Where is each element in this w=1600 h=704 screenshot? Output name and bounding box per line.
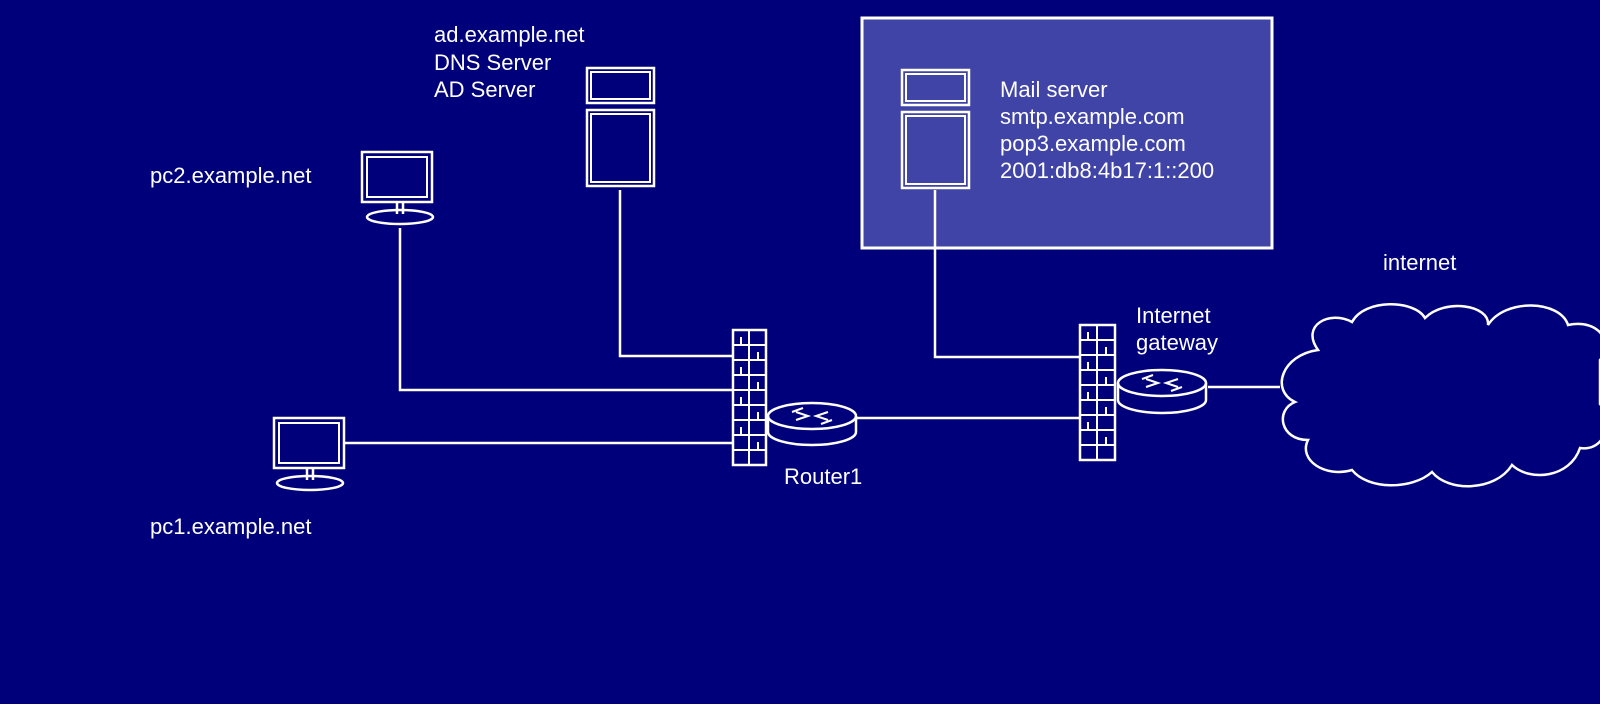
mail-server-label-line-2: smtp.example.com: [1000, 104, 1185, 129]
firewall1-brick-icon: [731, 328, 768, 467]
mail-server-label-line-4: 2001:db8:4b17:1::200: [1000, 158, 1214, 183]
mail-server-label-line-3: pop3.example.com: [1000, 131, 1186, 156]
pc2-label: pc2.example.net: [150, 163, 311, 188]
pc2-computer-icon: [360, 150, 435, 226]
link-mail-server-to-firewall2: [933, 190, 1080, 359]
internet-cloud-icon: [1280, 303, 1600, 488]
ad-server-label-line-3: AD Server: [434, 77, 535, 102]
ad-server-label-line-1: ad.example.net: [434, 22, 584, 47]
link-pc2-to-firewall1: [398, 228, 733, 392]
gateway-label-line-2: gateway: [1136, 330, 1218, 355]
firewall2-brick-icon: [1078, 323, 1117, 462]
mail-server-label-line-1: Mail server: [1000, 77, 1108, 102]
link-ad-server-to-firewall1: [618, 190, 733, 358]
ad-server-label-line-2: DNS Server: [434, 50, 551, 75]
internet-label: internet: [1383, 250, 1456, 275]
gateway-label-line-1: Internet: [1136, 303, 1211, 328]
router1-icon: [766, 401, 858, 447]
mail-server-zone-box: [860, 16, 1274, 250]
mail-server-tower-icon: [900, 68, 971, 190]
router1-label: Router1: [784, 464, 862, 489]
pc1-computer-icon: [272, 416, 346, 492]
pc1-label: pc1.example.net: [150, 514, 311, 539]
internet-gateway-router-icon: [1116, 368, 1208, 415]
ad-server-tower-icon: [585, 66, 656, 188]
